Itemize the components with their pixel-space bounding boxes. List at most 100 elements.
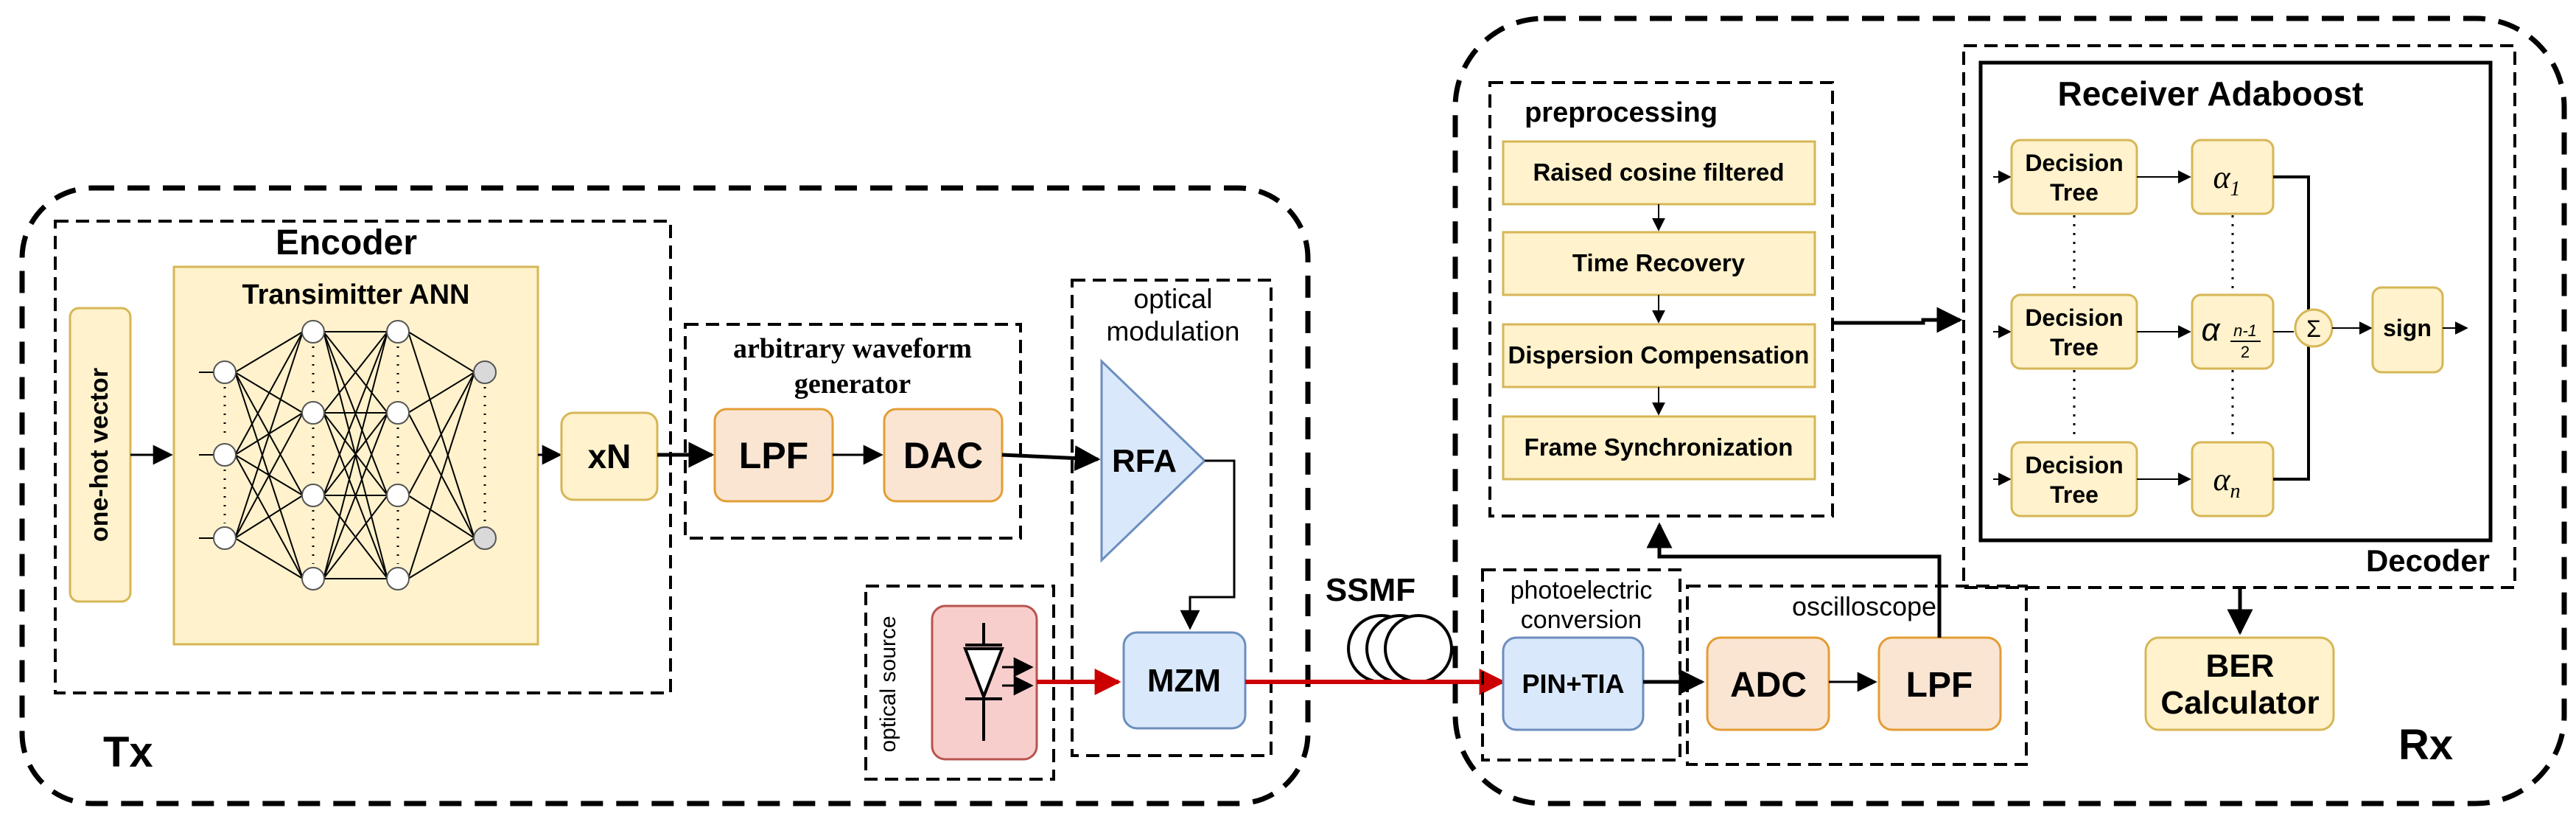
ann-edge (407, 495, 475, 539)
arrow-dac-to-rfa (1001, 445, 1101, 472)
optical-source-label: optical source (876, 616, 900, 752)
preprocessing-title: preprocessing (1525, 97, 1718, 128)
oscilloscope-title: oscilloscope (1792, 591, 1936, 621)
optical-modulation-title-line2: modulation (1106, 316, 1239, 346)
ber-calculator-line2: Calculator (2160, 685, 2319, 721)
ann-neuron (213, 443, 237, 467)
svg-text:α: α (2201, 312, 2221, 348)
transmitter-ann-title: Transimitter ANN (242, 279, 470, 310)
ann-edge (234, 331, 304, 456)
ann-edge (407, 372, 475, 414)
awg-group (684, 323, 1022, 540)
ann-edge (407, 537, 475, 579)
encoder-title: Encoder (276, 223, 417, 262)
decoder-label: Decoder (2366, 543, 2490, 578)
ann-edge (407, 331, 475, 373)
adc-block (1706, 636, 1830, 731)
arrow-lpf-to-preprocessing (1646, 522, 1942, 638)
preprocessing-step-3-label: Dispersion Compensation (1508, 341, 1810, 369)
decision-tree-2-line2: Tree (2050, 334, 2099, 360)
alpha-n-label: αn (2213, 461, 2240, 503)
ann-neuron (386, 567, 410, 590)
ann-edge (323, 495, 388, 579)
decision-tree-2-line1: Decision (2025, 304, 2123, 331)
preprocessing-step-1-label: Raised cosine filtered (1533, 158, 1784, 186)
alpha-n-block (2191, 441, 2275, 517)
ann-neuron (213, 526, 237, 550)
ssmf-label: SSMF (1326, 572, 1415, 608)
pin-tia-label: PIN+TIA (1522, 669, 1624, 699)
rx-label: Rx (2398, 721, 2453, 769)
photoelectric-group (1481, 568, 1681, 761)
encoder-group (54, 220, 672, 694)
ann-edge (234, 331, 304, 539)
oscilloscope-group (1686, 585, 2028, 766)
arrow-rfa-to-mzm (1180, 459, 1236, 630)
ann-neuron (301, 320, 325, 344)
preprocessing-group (1488, 81, 1834, 517)
preprocessing-step-2 (1502, 231, 1816, 296)
rx-region (1452, 15, 2567, 806)
photoelectric-title-line2: conversion (1521, 606, 1642, 634)
ann-edge (407, 372, 475, 496)
mzm-label: MZM (1147, 663, 1221, 699)
preprocessing-step-1 (1502, 140, 1816, 206)
decision-tree-3-line2: Tree (2050, 481, 2099, 508)
ann-neuron (473, 526, 497, 550)
awg-title-line1: arbitrary waveform (733, 333, 972, 364)
ann-neuron (213, 360, 237, 384)
ann-neuron (386, 484, 410, 507)
receiver-adaboost-title: Receiver Adaboost (2058, 74, 2364, 113)
sign-block (2371, 286, 2444, 374)
ann-neuron (386, 320, 410, 344)
ann-edge (323, 412, 388, 579)
photoelectric-title-line1: photoelectric (1511, 576, 1653, 604)
ann-edge (407, 372, 475, 579)
ann-neuron (473, 360, 497, 384)
dac-label: DAC (903, 435, 983, 476)
sum-symbol: Σ (2306, 316, 2321, 342)
xn-label: xN (588, 437, 631, 475)
ann-edge (234, 537, 304, 579)
optical-modulation-title-line1: optical (1134, 284, 1213, 314)
ann-edge (323, 331, 388, 496)
preprocessing-step-2-label: Time Recovery (1572, 249, 1746, 276)
ann-neuron (301, 401, 325, 425)
alpha-mid-label: α n-1 2 (2201, 312, 2261, 361)
ann-neuron (301, 484, 325, 507)
laser-diode-icon (963, 623, 1034, 741)
alpha-mid-subscript-denominator: 2 (2241, 343, 2250, 361)
awg-title-line2: generator (794, 369, 911, 400)
one-hot-vector-label: one-hot vector (85, 368, 113, 542)
decision-tree-1-line2: Tree (2050, 179, 2099, 206)
preprocessing-step-4-label: Frame Synchronization (1525, 433, 1793, 461)
optical-source-group (864, 585, 1055, 781)
rx-lpf-label: LPF (1906, 666, 1973, 705)
decision-tree-3-line1: Decision (2025, 452, 2123, 478)
optical-modulation-group (1071, 279, 1273, 757)
ann-edge (323, 331, 388, 414)
rfa-label: RFA (1112, 443, 1177, 479)
preprocessing-step-4 (1502, 415, 1816, 481)
ann-neuron (301, 567, 325, 590)
decision-tree-1-line1: Decision (2025, 150, 2123, 176)
ann-edge (323, 331, 388, 579)
ann-edge (234, 331, 304, 373)
ber-calculator-block (2144, 636, 2335, 731)
ber-calculator-line1: BER (2206, 648, 2275, 684)
tx-label: Tx (103, 728, 153, 776)
neural-network-graph (199, 320, 497, 590)
ann-edge (234, 412, 304, 539)
sign-label: sign (2383, 315, 2432, 341)
alpha-1-block (2191, 139, 2275, 215)
rfa-amplifier (1100, 358, 1207, 563)
alpha-mid-subscript-numerator: n-1 (2233, 321, 2257, 340)
fiber-coil-icon (1347, 614, 1453, 683)
ann-edge (234, 495, 304, 539)
arrow-preprocessing-to-adaboost (1833, 307, 1963, 333)
tx-lpf-label: LPF (739, 435, 808, 476)
alpha-1-label: α1 (2213, 159, 2240, 201)
ann-neuron (386, 401, 410, 425)
adc-label: ADC (1730, 666, 1807, 705)
